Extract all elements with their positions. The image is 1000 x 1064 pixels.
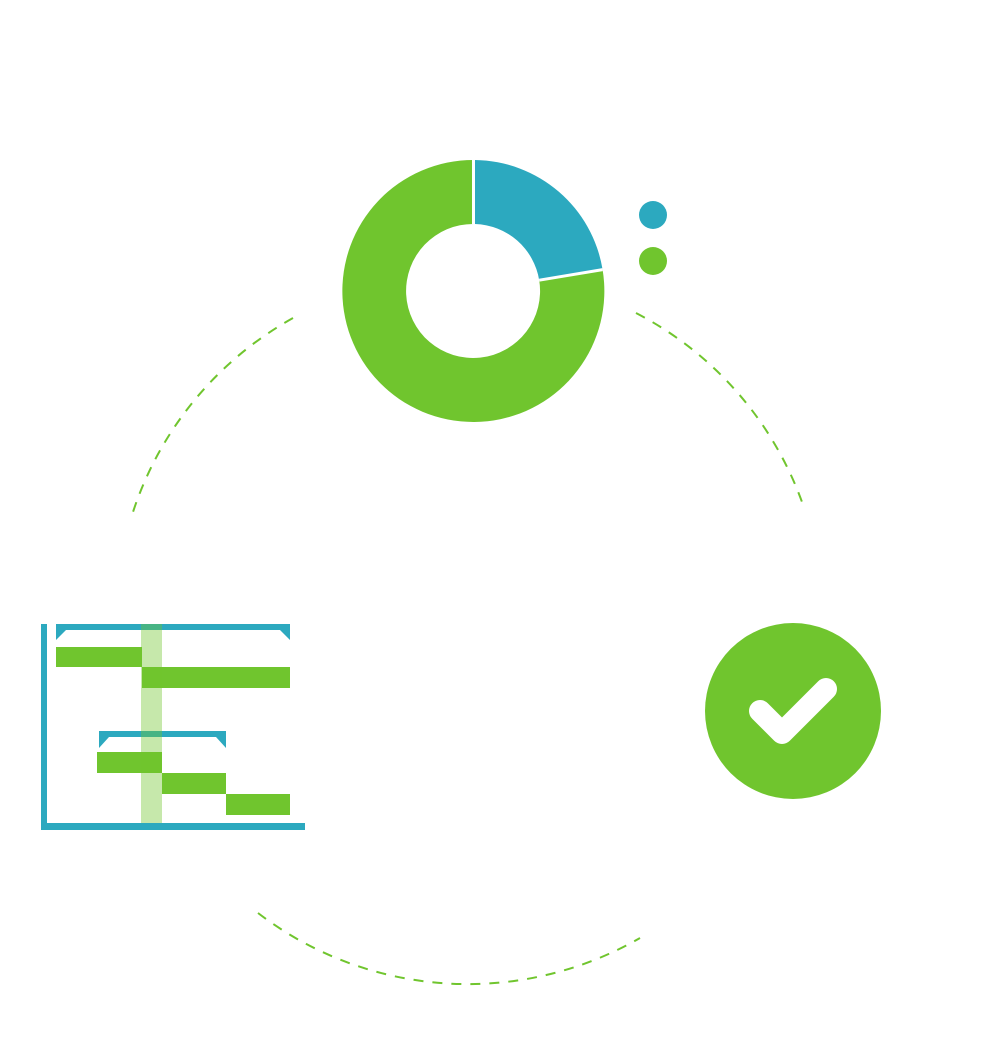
donut-slice-green: [342, 159, 605, 422]
cycle-arc-right: [635, 312, 803, 503]
donut-slice-blue: [475, 160, 603, 281]
gantt-task-bar-2: [142, 667, 290, 688]
cycle-arrows: [132, 312, 803, 986]
check-circle-icon: [705, 623, 881, 799]
gantt-y-axis: [41, 624, 47, 830]
legend-dot-green: [639, 247, 667, 275]
gantt-today-marker: [141, 624, 162, 823]
gantt-task-bar-4: [162, 773, 226, 794]
cycle-arc-left: [132, 317, 294, 513]
donut-chart-icon: [342, 159, 667, 422]
gantt-task-bar-1: [56, 647, 142, 667]
legend-dot-blue: [639, 201, 667, 229]
checkmark-icon: [749, 678, 837, 744]
gantt-summary-bar-1: [56, 624, 290, 640]
gantt-chart-icon: [41, 624, 305, 830]
cycle-arc-bottom: [257, 912, 641, 986]
gantt-summary-bar-2: [99, 731, 226, 748]
donut-divider: [538, 268, 603, 282]
gantt-x-axis: [41, 823, 305, 830]
gantt-task-bar-3: [97, 752, 162, 773]
gantt-task-bar-5: [226, 794, 290, 815]
